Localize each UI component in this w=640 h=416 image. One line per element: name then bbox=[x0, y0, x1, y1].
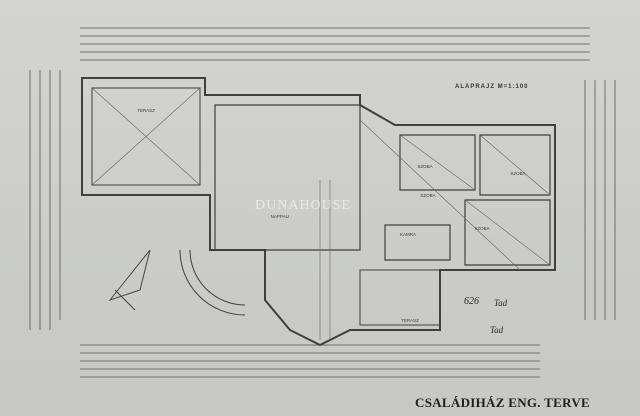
room-label: KAMRA bbox=[400, 232, 416, 237]
dimension-lines-top bbox=[80, 27, 590, 61]
dimension-lines-bottom bbox=[80, 344, 540, 378]
room-label: SZOBA bbox=[417, 164, 432, 169]
handwritten-note: Tad bbox=[494, 298, 508, 308]
handwritten-note: Tad bbox=[490, 325, 504, 335]
handwritten-number: 626 bbox=[464, 296, 479, 307]
room-label: SZOBA bbox=[474, 226, 489, 231]
room-label: SZOBA bbox=[420, 193, 435, 198]
room-label: TERASZ bbox=[401, 318, 419, 323]
dimension-lines-sides bbox=[29, 70, 616, 330]
room-label: TERASZ bbox=[137, 108, 155, 113]
roof-hatching bbox=[91, 87, 551, 340]
drawing-title: CSALÁDIHÁZ ENG. TERVE bbox=[415, 395, 591, 410]
watermark: DUNAHOUSE bbox=[255, 198, 352, 213]
north-arrow bbox=[108, 249, 151, 311]
room-label: NAPPALI bbox=[271, 214, 290, 219]
scale-label: ALAPRAJZ M=1:100 bbox=[455, 84, 529, 90]
room-label: SZOBA bbox=[510, 171, 525, 176]
